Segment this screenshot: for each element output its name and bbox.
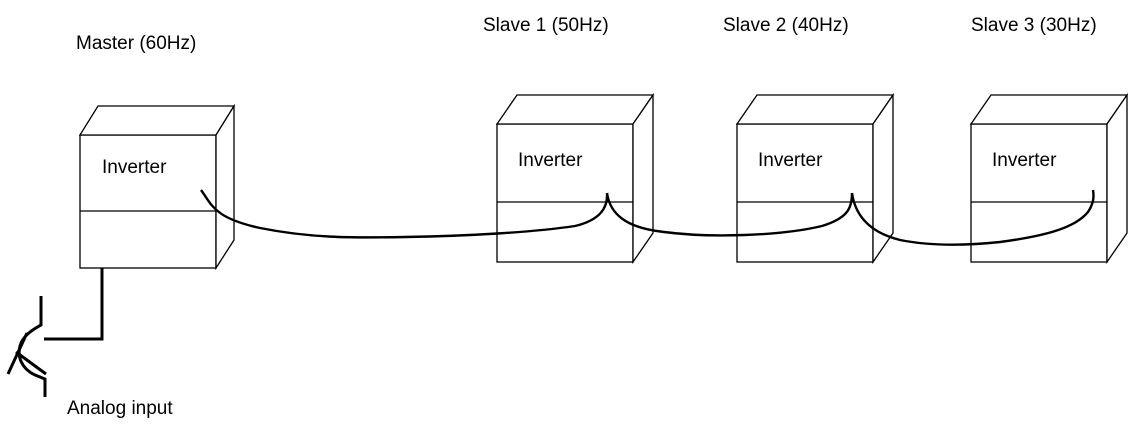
master-label: Master (60Hz) <box>76 33 197 54</box>
slave-2-inverter-label: Inverter <box>758 150 823 171</box>
master-inverter-box <box>78 103 236 271</box>
slave-1-inverter-box <box>495 92 655 265</box>
slave-1-label: Slave 1 (50Hz) <box>483 15 609 36</box>
analog-input-label: Analog input <box>67 398 173 419</box>
slave-3-inverter-box <box>969 92 1129 265</box>
analog-input-wiring <box>6 268 104 397</box>
slave-3-inverter-label: Inverter <box>992 150 1057 171</box>
slave-2-label: Slave 2 (40Hz) <box>723 15 849 36</box>
slave-1-inverter-label: Inverter <box>518 150 583 171</box>
communication-cable <box>200 189 1095 246</box>
slave-2-inverter-box <box>735 92 895 265</box>
master-inverter-label: Inverter <box>102 157 167 178</box>
slave-3-label: Slave 3 (30Hz) <box>971 15 1097 36</box>
